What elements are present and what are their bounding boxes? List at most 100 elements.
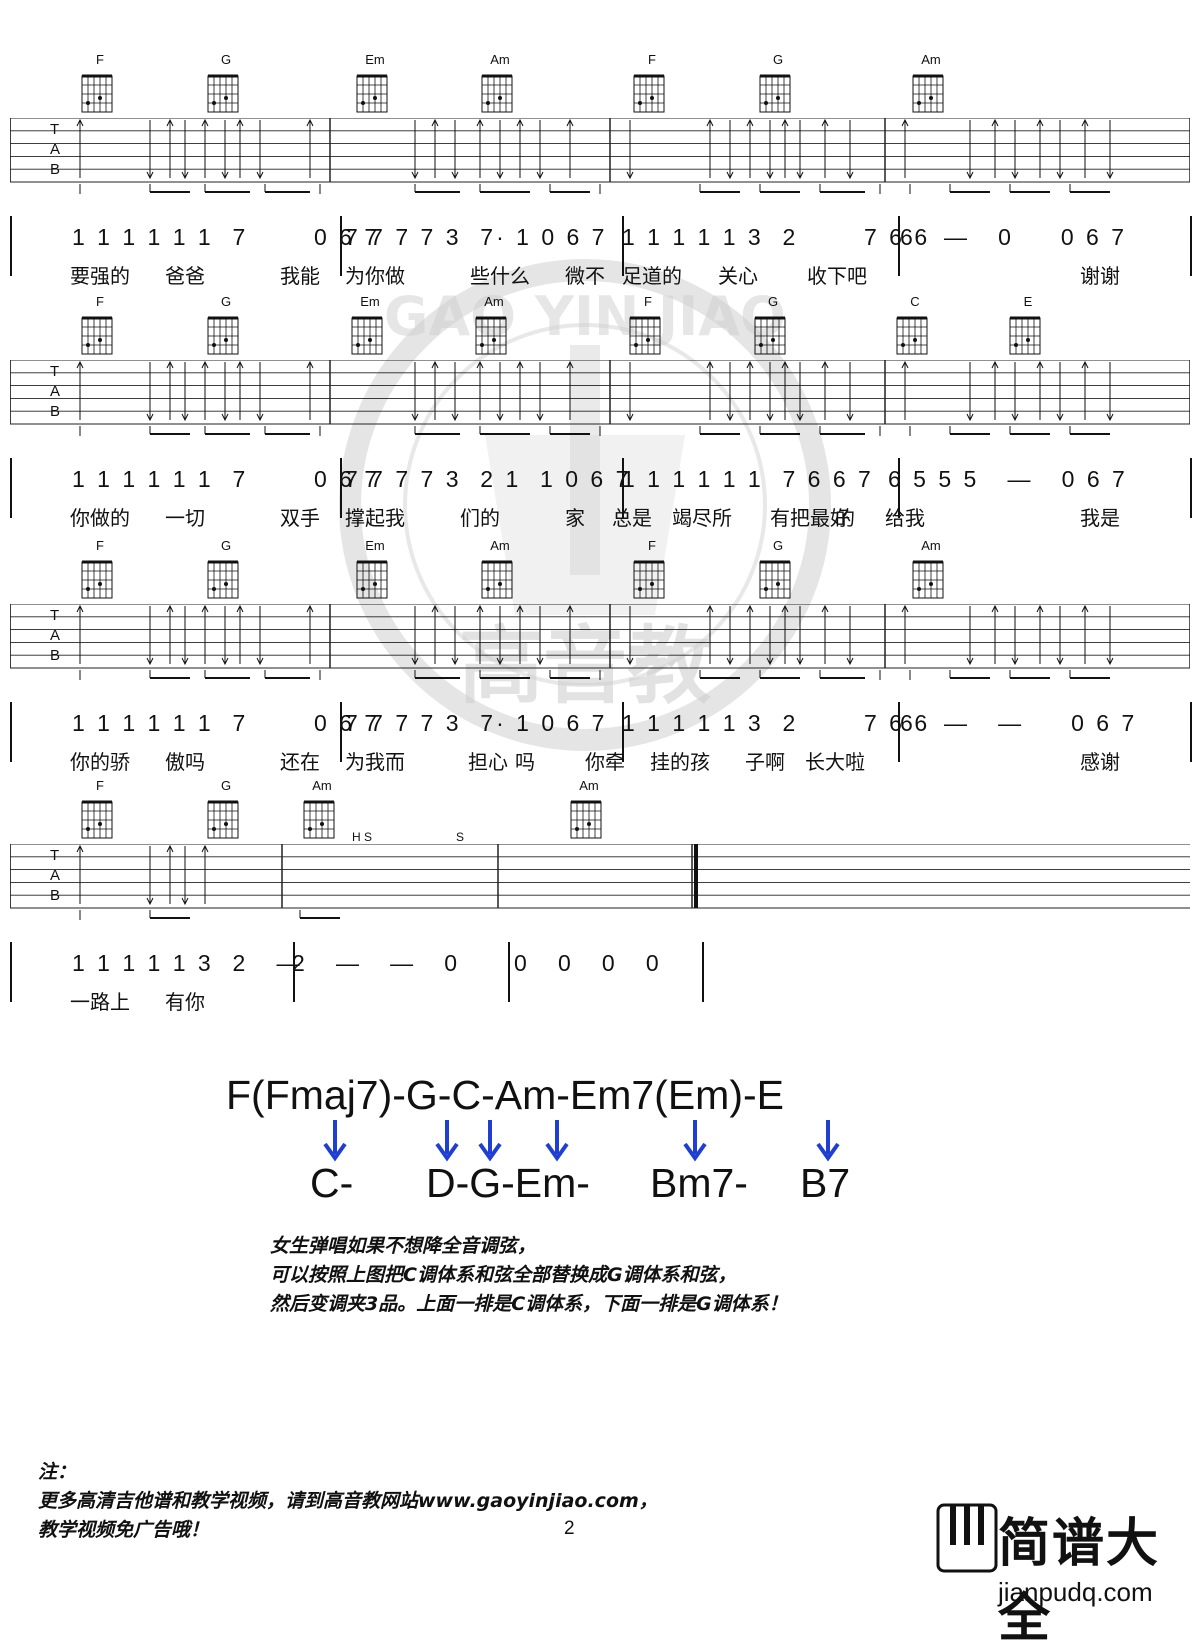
- chord-diagram-icon: [475, 316, 507, 355]
- chord-diagram-icon: [207, 560, 239, 599]
- tab-letter: B: [50, 403, 61, 420]
- lyric-word: 你牵: [585, 750, 625, 774]
- chord-diagram-icon: [633, 74, 665, 113]
- lyric-word: 们的: [460, 506, 500, 530]
- barline: [10, 942, 12, 1002]
- site-logo[interactable]: 简谱大全 jianpudq.com: [936, 1503, 1196, 1649]
- lyric-word: 吗: [515, 750, 535, 774]
- chord-name: Am: [579, 778, 599, 793]
- piano-keys-icon: [936, 1503, 998, 1573]
- chord-name: F: [648, 538, 656, 553]
- lyric-word: 傲吗: [165, 750, 205, 774]
- chord-diagram-icon: [81, 316, 113, 355]
- barline: [340, 458, 342, 518]
- chord-name: Am: [484, 294, 504, 309]
- lyric-word: 子啊: [745, 750, 785, 774]
- chord-diagram-icon: [207, 74, 239, 113]
- measure-notes: 1 1 1 1 1 1 7 0 6 7: [72, 224, 381, 250]
- chord-name: Em: [365, 538, 385, 553]
- tab-letter: T: [50, 847, 60, 864]
- chord-diagram-icon: [570, 800, 602, 839]
- barline: [898, 702, 900, 762]
- tab-letter: B: [50, 647, 61, 664]
- chord-name: Am: [490, 538, 510, 553]
- barline: [622, 216, 624, 276]
- measure-notes: 7 7 7 7 3 2 1 1 0 6 7: [345, 466, 632, 492]
- arrow-down-icon: [545, 1120, 569, 1162]
- chord-e: E: [1002, 294, 1054, 358]
- chord-name: G: [772, 538, 784, 553]
- barline: [1190, 216, 1192, 276]
- footer-line: 注：: [38, 1461, 77, 1483]
- arrow-down-icon: [435, 1120, 459, 1162]
- lyric-word: 我是: [1080, 506, 1120, 530]
- chord-am: Am: [563, 778, 615, 842]
- chord-g: G: [752, 538, 804, 602]
- barline: [293, 942, 295, 1002]
- lyric-word: 我能: [280, 264, 320, 288]
- measure-notes: 1 1 1 1 1 1 7 0 6 7: [72, 710, 381, 736]
- barline: [1190, 458, 1192, 518]
- chord-name: F: [96, 538, 104, 553]
- lyric-word: 总是: [612, 506, 652, 530]
- chord-am: Am: [474, 52, 526, 116]
- chord-diagram-icon: [81, 800, 113, 839]
- chord-diagram-icon: [207, 316, 239, 355]
- chord-am: Am: [468, 294, 520, 358]
- chord-diagram-icon: [912, 74, 944, 113]
- chord-diagram-icon: [81, 74, 113, 113]
- capo-note-line: 然后变调夹3品。上面一排是C调体系，下面一排是G调体系！: [270, 1293, 788, 1315]
- measure-notes: 7 7 7 7 3 7· 1 0 6 7: [345, 224, 608, 250]
- chord-f: F: [74, 294, 126, 358]
- arrow-down-icon: [478, 1120, 502, 1162]
- tab-letter: A: [50, 383, 61, 400]
- tab-letter: A: [50, 867, 61, 884]
- lyric-word: 挂的孩: [650, 750, 710, 774]
- barline: [340, 702, 342, 762]
- barline: [10, 216, 12, 276]
- chord-diagram-icon: [481, 74, 513, 113]
- measure-notes: 6 5 5 5 — 0 6 7: [888, 466, 1128, 492]
- chord-name: G: [767, 294, 779, 309]
- lyric-word: 收下吧: [807, 264, 867, 288]
- chord-diagram-icon: [351, 316, 383, 355]
- lyric-word: 竭尽所: [672, 506, 732, 530]
- tab-letter: T: [50, 607, 60, 624]
- chord-name: G: [772, 52, 784, 67]
- chord-diagram-icon: [633, 560, 665, 599]
- measure-notes: 0 0 0 0: [514, 950, 662, 976]
- tab-letter: T: [50, 121, 60, 138]
- arrow-down-icon: [683, 1120, 707, 1162]
- measure-notes: 6 — — 0 6 7: [900, 710, 1138, 736]
- barline: [1190, 702, 1192, 762]
- measure-notes: 1 1 1 1 1 3 2 7 6 6: [622, 224, 931, 250]
- chord-name: G: [220, 538, 232, 553]
- lyric-word: 为我而: [345, 750, 405, 774]
- barline: [898, 216, 900, 276]
- lyrics-line: 一路上有你: [0, 986, 1200, 1016]
- chord-em: Em: [344, 294, 396, 358]
- chord-diagram-icon: [629, 316, 661, 355]
- chord-name: Em: [360, 294, 380, 309]
- measure-notes: 2 — — 0: [292, 950, 461, 976]
- chord-g: G: [200, 778, 252, 842]
- barline: [508, 942, 510, 1002]
- chord-diagram-icon: [81, 560, 113, 599]
- lyric-word: 家: [565, 506, 585, 530]
- tab-letter: T: [50, 363, 60, 380]
- chord-f: F: [74, 538, 126, 602]
- chord-g: G: [747, 294, 799, 358]
- lyric-word: 微不: [565, 264, 605, 288]
- chord-name: Em: [365, 52, 385, 67]
- tab-letter: A: [50, 141, 61, 158]
- chord-am: Am: [296, 778, 348, 842]
- chord-am: Am: [474, 538, 526, 602]
- logo-url: jianpudq.com: [998, 1577, 1153, 1607]
- capo-note: 女生弹唱如果不想降全音调弦， 可以按照上图把C调体系和弦全部替换成G调体系和弦，…: [270, 1232, 788, 1319]
- progression-bottom-3: Bm7-: [650, 1160, 748, 1206]
